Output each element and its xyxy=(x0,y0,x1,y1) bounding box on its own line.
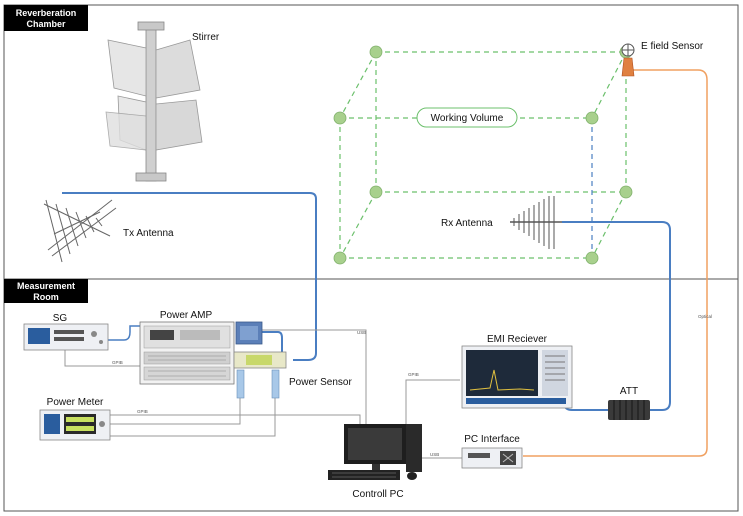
stirrer-icon xyxy=(105,21,203,182)
sg-label: SG xyxy=(53,313,68,324)
header-line-1: Reverberation xyxy=(16,8,77,18)
optical-fiber xyxy=(523,69,708,457)
control-pc-label: Controll PC xyxy=(352,489,403,500)
header-line-2: Room xyxy=(33,292,59,302)
sensor-pm-cable xyxy=(110,398,241,425)
sensor-pm-cable-2 xyxy=(110,398,276,437)
power-amp-label: Power AMP xyxy=(160,310,213,321)
header-line-1: Measurement xyxy=(17,281,75,291)
working-volume-text: Working Volume xyxy=(431,113,504,124)
gpib-sg-label: GPIB xyxy=(112,360,123,365)
usb-cable-top xyxy=(260,329,367,425)
usb-top-label: USB xyxy=(357,330,366,335)
e-field-sensor-label: E field Sensor xyxy=(641,41,704,52)
gpib-pm-label: GPIB xyxy=(137,409,148,414)
rx-antenna-label: Rx Antenna xyxy=(441,218,493,229)
gpib-cable-emi xyxy=(405,379,460,428)
att-icon xyxy=(608,400,650,420)
working-volume-label: Working Volume xyxy=(416,107,518,128)
pc-interface-icon xyxy=(461,447,523,469)
rx-antenna-icon xyxy=(510,196,562,249)
gpib-cable-sg xyxy=(64,348,143,367)
control-pc-icon xyxy=(328,424,422,480)
amp-output-connector xyxy=(235,321,263,345)
working-volume-nodes xyxy=(333,45,633,265)
pc-interface-label: PC Interface xyxy=(464,434,520,445)
tx-rf-cable xyxy=(62,192,317,361)
rx-rf-cable xyxy=(562,221,671,411)
sg-device-icon xyxy=(23,323,109,351)
usb-pc-label: USB xyxy=(430,452,439,457)
emi-receiver-icon xyxy=(461,345,573,409)
diagram-frame xyxy=(3,4,739,512)
power-meter-icon xyxy=(39,409,111,441)
power-sensor-icon xyxy=(233,351,287,399)
optical-label: Optical xyxy=(698,314,712,319)
sg-amp-cable xyxy=(108,325,140,341)
att-label: ATT xyxy=(620,386,638,397)
stirrer-label: Stirrer xyxy=(192,32,220,43)
gpib-emi-label: GPIB xyxy=(408,372,419,377)
header-line-2: Chamber xyxy=(26,19,66,29)
tx-antenna-icon xyxy=(43,199,117,263)
power-sensor-label: Power Sensor xyxy=(289,377,352,388)
reverberation-chamber-header: Reverberation Chamber xyxy=(4,5,88,31)
tx-antenna-label: Tx Antenna xyxy=(123,228,174,239)
e-field-sensor-icon xyxy=(621,43,635,77)
emi-receiver-label: EMI Reciever xyxy=(487,334,548,345)
power-amp-icon xyxy=(139,321,235,385)
amp-output-cable xyxy=(262,331,283,352)
power-meter-label: Power Meter xyxy=(47,397,104,408)
measurement-room-header: Measurement Room xyxy=(4,279,88,303)
gpib-cable-pm xyxy=(110,414,361,425)
